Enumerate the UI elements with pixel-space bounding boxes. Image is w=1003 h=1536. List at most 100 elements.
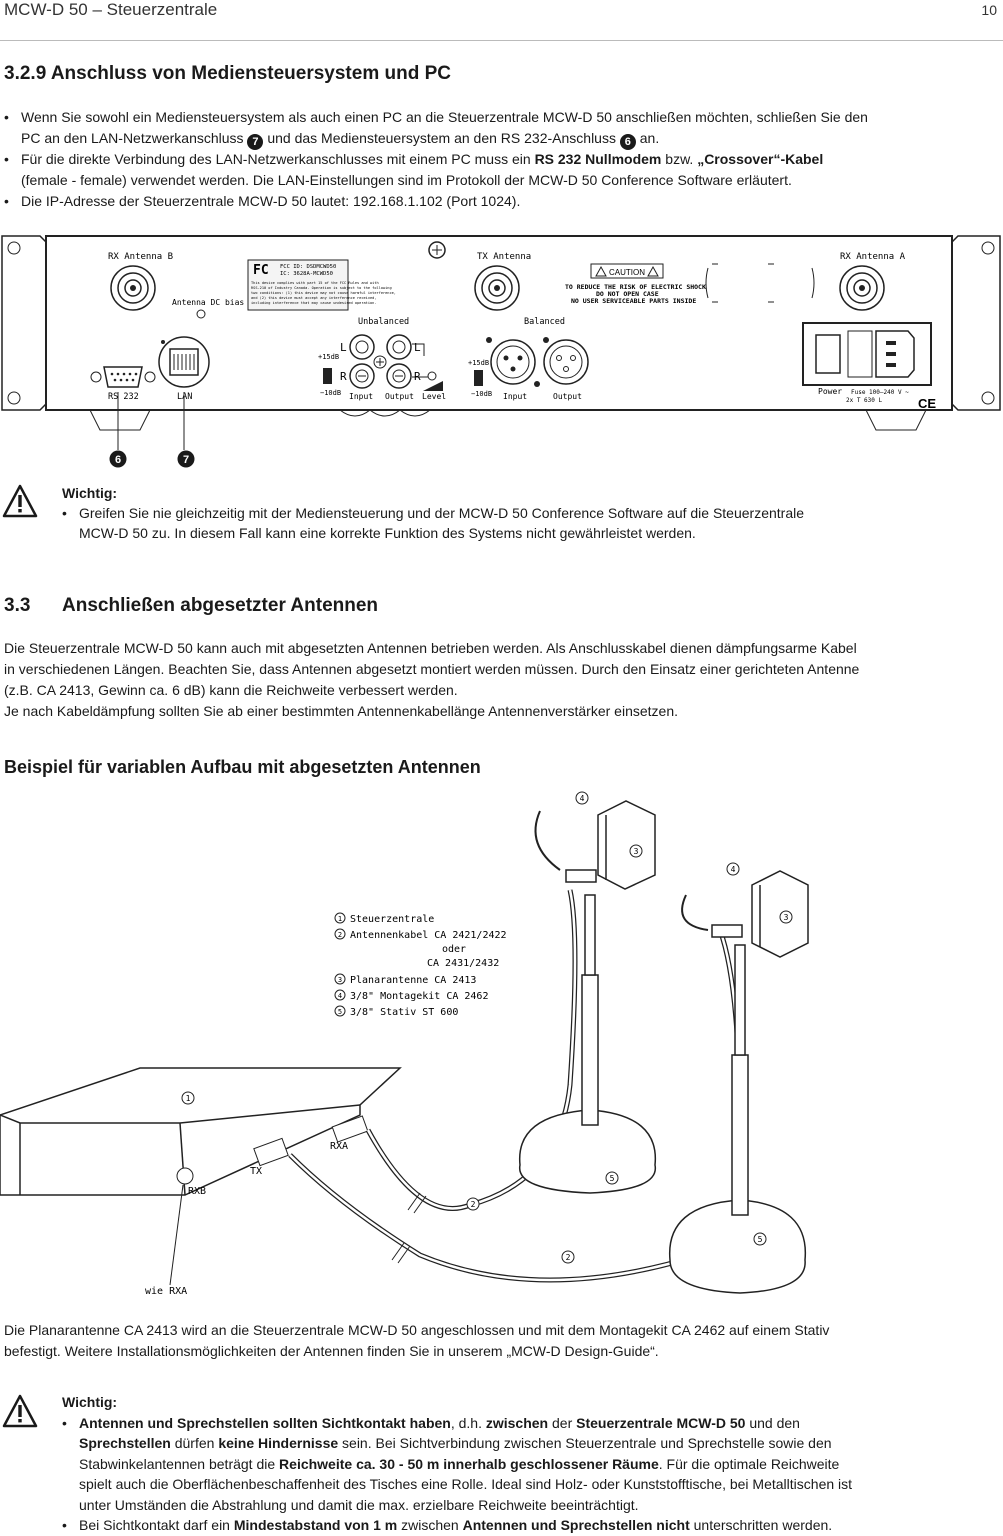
svg-text:2: 2: [338, 931, 342, 939]
bullet-text-bold: RS 232 Nullmodem: [534, 151, 662, 167]
bnc-connector-rx-b: [110, 265, 156, 311]
marker-number: 5: [610, 1174, 615, 1183]
caution-text: TO REDUCE THE RISK OF ELECTRIC SHOCK: [565, 283, 706, 291]
note-text: . Für die optimale Reichweite: [658, 1455, 840, 1472]
running-header-title: MCW-D 50 – Steuerzentrale: [4, 0, 218, 19]
label-plus15db: +15dB: [468, 359, 489, 367]
bullet-dot: •: [62, 505, 67, 521]
label-unbalanced: Unbalanced: [358, 317, 409, 327]
legend-item: Planarantenne CA 2413: [350, 975, 476, 986]
note-text: unter Umständen die Abstrahlung und dami…: [79, 1496, 639, 1513]
bullet-text: Wenn Sie sowohl ein Mediensteuersystem a…: [21, 109, 868, 125]
label-fuse-rating: 2x T 630 L: [846, 397, 883, 404]
svg-text:1: 1: [338, 915, 342, 923]
bullet-text: (female - female) verwendet werden. Die …: [21, 172, 792, 188]
label-tx-antenna: TX Antenna: [477, 252, 531, 262]
bullet-text: PC an den LAN-Netzwerkanschluss: [21, 130, 244, 146]
note-title: Wichtig:: [62, 485, 118, 501]
section-title-3-3: Anschließen abgesetzter Antennen: [62, 595, 379, 616]
rack-ear-left: [1, 235, 47, 411]
label-antenna-dc-bias: Antenna DC bias: [172, 298, 244, 307]
rca-input-r: [349, 363, 375, 389]
note-text: der: [552, 1414, 573, 1431]
note-text-bold: zwischen: [485, 1414, 549, 1431]
marker-number: 4: [731, 865, 736, 874]
marker-4: [575, 791, 589, 805]
warning-triangle-icon: [647, 265, 659, 277]
bullet-item: • Die IP-Adresse der Steuerzentrale MCW-…: [4, 191, 994, 212]
iec-pin: [886, 363, 896, 367]
level-switch: [323, 368, 332, 384]
bullet-text: an.: [639, 130, 660, 146]
label-rxb: RXB: [188, 1186, 206, 1197]
note-text-bold: Steuerzentrale MCW-D 50: [576, 1414, 746, 1431]
fuse-holder: [847, 330, 873, 378]
bullet-dot: •: [4, 193, 9, 209]
paragraph-line: Die Steuerzentrale MCW-D 50 kann auch mi…: [4, 640, 857, 656]
page-number: 10: [981, 2, 997, 18]
rxb-connector: [176, 1167, 194, 1185]
marker-number: 5: [758, 1235, 763, 1244]
panel-frame: [45, 235, 953, 411]
output-bracket: [412, 343, 428, 378]
level-ramp-icon: [423, 381, 443, 391]
callout-number-7: 7: [183, 454, 189, 466]
label-output: Output: [385, 392, 414, 401]
rxb-leader: [169, 1184, 184, 1286]
note-text: Greifen Sie nie gleichzeitig mit der Med…: [79, 505, 805, 521]
fcc-text: including interference that may cause un…: [251, 301, 377, 305]
label-minus10db: −10dB: [471, 390, 492, 398]
rack-screw: [981, 241, 995, 255]
bullet-text: bzw.: [665, 151, 694, 167]
label-l: L: [414, 341, 421, 354]
label-input: Input: [349, 392, 373, 401]
rca-output-l: [386, 334, 412, 360]
bullet-text-bold: „Crossover“-Kabel: [697, 151, 824, 167]
svg-text:3: 3: [338, 976, 342, 984]
bullet-item: • Für die direkte Verbindung des LAN-Net…: [4, 149, 994, 191]
caution-text: NO USER SERVICEABLE PARTS INSIDE: [571, 297, 696, 305]
stand-1: [519, 810, 657, 1194]
rs232-port: [90, 366, 156, 388]
marker-5: [605, 1171, 619, 1185]
note-text-bold: Sprechstellen: [79, 1435, 171, 1451]
legend-item: 3/8" Montagekit CA 2462: [350, 991, 488, 1002]
label-minus10db: −10dB: [320, 389, 341, 397]
marker-number: 1: [186, 1094, 191, 1103]
rack-screw: [7, 241, 21, 255]
rear-panel-illustration: RX Antenna B TX Antenna RX Antenna A Ant…: [1, 235, 1001, 468]
label-level: Level: [422, 392, 446, 401]
important-note: Wichtig: • Antennen und Sprechstellen so…: [62, 1392, 997, 1536]
bnc-connector-rx-a: [839, 265, 885, 311]
bullet-dot: •: [62, 1517, 67, 1533]
bullet-dot: •: [62, 1414, 67, 1431]
bnc-connector-tx: [474, 265, 520, 311]
label-power: Power: [818, 387, 842, 396]
cable-break-mark: [391, 1242, 411, 1264]
bullet-dot: •: [4, 151, 9, 167]
legend-item: oder: [442, 944, 466, 955]
marker-2: [561, 1250, 575, 1264]
device-foot: [865, 409, 927, 431]
note-text: , d.h.: [450, 1414, 482, 1431]
lan-port: [158, 336, 210, 388]
marker-number: 3: [784, 913, 789, 922]
note-text: dürfen: [174, 1435, 215, 1451]
stand-2: [669, 894, 807, 1294]
level-pot: [427, 371, 437, 381]
blank-plate-outline: [705, 267, 815, 299]
note-text: und den: [749, 1414, 800, 1431]
label-fuse: Fuse 100–240 V ~: [851, 389, 909, 396]
note-text: Bei Sichtkontakt darf ein: [79, 1517, 230, 1533]
planar-antenna-1: [597, 800, 656, 890]
label-wie-rxa: wie RXA: [145, 1286, 187, 1297]
warning-triangle-icon: [2, 484, 38, 518]
section-3-3-body: Die Steuerzentrale MCW-D 50 kann auch mi…: [4, 638, 999, 722]
label-plus15db: +15dB: [318, 353, 339, 361]
note-text: zwischen: [401, 1517, 459, 1533]
label-balanced: Balanced: [524, 317, 565, 327]
marker-3: [629, 844, 643, 858]
svg-text:4: 4: [338, 992, 342, 1000]
fcc-id: FCC ID: DSDMCWD50: [280, 264, 336, 270]
note-text-bold: Mindestabstand von 1 m: [233, 1517, 398, 1533]
